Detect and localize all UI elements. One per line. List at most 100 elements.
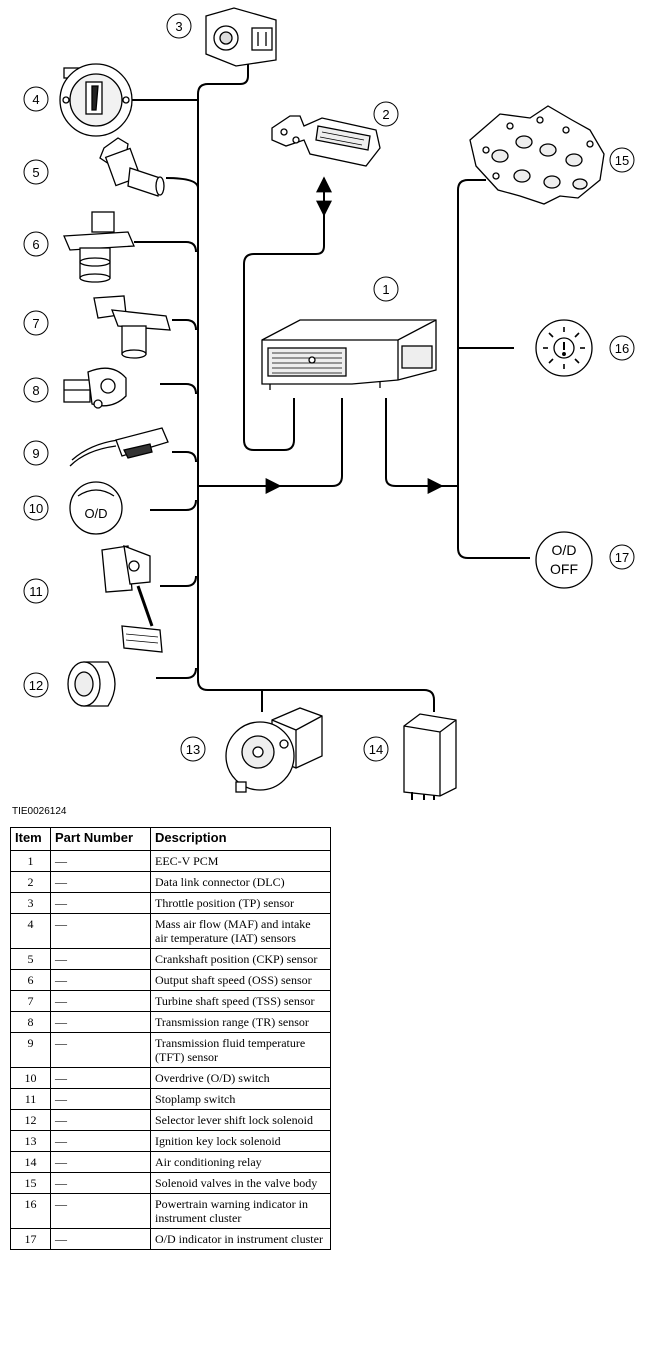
cell-part-number: — — [50, 892, 151, 914]
svg-text:17: 17 — [615, 550, 629, 565]
table-row: 16—Powertrain warning indicator in instr… — [10, 1193, 331, 1229]
dlc-connector — [271, 115, 381, 167]
cell-item: 7 — [10, 990, 51, 1012]
tr-sensor — [63, 367, 127, 409]
cell-part-number: — — [50, 913, 151, 949]
cell-item: 14 — [10, 1151, 51, 1173]
table-row: 15—Solenoid valves in the valve body — [10, 1172, 331, 1194]
od-indicator: O/D OFF — [535, 531, 593, 589]
table-row: 12—Selector lever shift lock solenoid — [10, 1109, 331, 1131]
pcm-module — [261, 319, 437, 390]
cell-item: 3 — [10, 892, 51, 914]
cell-description: Crankshaft position (CKP) sensor — [150, 948, 331, 970]
stoplamp-switch — [101, 544, 163, 653]
table-row: 17—O/D indicator in instrument cluster — [10, 1228, 331, 1250]
cell-description: Stoplamp switch — [150, 1088, 331, 1110]
callout-16: 16 — [609, 335, 635, 361]
table-row: 2—Data link connector (DLC) — [10, 871, 331, 893]
callout-9: 9 — [23, 440, 49, 466]
oss-sensor — [63, 211, 135, 283]
table-row: 5—Crankshaft position (CKP) sensor — [10, 948, 331, 970]
cell-description: Overdrive (O/D) switch — [150, 1067, 331, 1089]
cell-part-number: — — [50, 1088, 151, 1110]
od-switch-label: O/D — [84, 506, 107, 521]
svg-text:10: 10 — [29, 501, 43, 516]
cell-part-number: — — [50, 1228, 151, 1250]
cell-item: 11 — [10, 1088, 51, 1110]
cell-description: Turbine shaft speed (TSS) sensor — [150, 990, 331, 1012]
cell-description: Transmission range (TR) sensor — [150, 1011, 331, 1033]
callout-17: 17 — [609, 544, 635, 570]
cell-description: Throttle position (TP) sensor — [150, 892, 331, 914]
callout-14: 14 — [363, 736, 389, 762]
cell-item: 5 — [10, 948, 51, 970]
table-row: 4—Mass air flow (MAF) and intake air tem… — [10, 913, 331, 949]
od-switch: O/D — [69, 481, 123, 535]
svg-text:14: 14 — [369, 742, 383, 757]
cell-part-number: — — [50, 990, 151, 1012]
table-row: 7—Turbine shaft speed (TSS) sensor — [10, 990, 331, 1012]
cell-item: 16 — [10, 1193, 51, 1229]
cell-part-number: — — [50, 1151, 151, 1173]
cell-part-number: — — [50, 850, 151, 872]
cell-part-number: — — [50, 1032, 151, 1068]
cell-part-number: — — [50, 1067, 151, 1089]
callout-6: 6 — [23, 231, 49, 257]
header-description: Description — [150, 827, 331, 851]
tss-sensor — [93, 295, 171, 359]
svg-text:9: 9 — [32, 446, 39, 461]
header-part-number: Part Number — [50, 827, 151, 851]
table-row: 8—Transmission range (TR) sensor — [10, 1011, 331, 1033]
svg-text:11: 11 — [29, 584, 43, 599]
ignition-key-lock-solenoid — [225, 707, 323, 793]
cell-item: 4 — [10, 913, 51, 949]
tft-sensor — [69, 427, 169, 467]
svg-text:1: 1 — [382, 282, 389, 297]
cell-part-number: — — [50, 871, 151, 893]
cell-part-number: — — [50, 1172, 151, 1194]
cell-part-number: — — [50, 948, 151, 970]
table-row: 10—Overdrive (O/D) switch — [10, 1067, 331, 1089]
svg-text:2: 2 — [382, 107, 389, 122]
callout-7: 7 — [23, 310, 49, 336]
cell-description: Air conditioning relay — [150, 1151, 331, 1173]
parts-table: Item Part Number Description 1—EEC-V PCM… — [10, 827, 331, 1250]
cell-item: 13 — [10, 1130, 51, 1152]
cell-item: 1 — [10, 850, 51, 872]
table-header-row: Item Part Number Description — [10, 827, 331, 851]
table-row: 9—Transmission fluid temperature (TFT) s… — [10, 1032, 331, 1068]
table-row: 14—Air conditioning relay — [10, 1151, 331, 1173]
svg-text:4: 4 — [32, 92, 39, 107]
figure-id: TIE0026124 — [12, 806, 67, 817]
cell-part-number: — — [50, 1193, 151, 1229]
cell-description: Powertrain warning indicator in instrume… — [150, 1193, 331, 1229]
cell-item: 10 — [10, 1067, 51, 1089]
cell-description: Mass air flow (MAF) and intake air tempe… — [150, 913, 331, 949]
svg-text:5: 5 — [32, 165, 39, 180]
svg-text:12: 12 — [29, 678, 43, 693]
callout-13: 13 — [180, 736, 206, 762]
callout-10: 10 — [23, 495, 49, 521]
shift-lock-solenoid — [67, 661, 116, 707]
callout-5: 5 — [23, 159, 49, 185]
powertrain-warning-indicator — [535, 319, 593, 377]
svg-text:3: 3 — [175, 19, 182, 34]
cell-description: Data link connector (DLC) — [150, 871, 331, 893]
cell-description: Transmission fluid temperature (TFT) sen… — [150, 1032, 331, 1068]
od-indicator-label-top: O/D — [552, 542, 577, 558]
wiring-diagram: O/D — [23, 7, 635, 800]
callouts: 1 2 3 4 5 6 7 8 9 10 11 12 13 14 15 16 1… — [23, 13, 635, 762]
cell-item: 6 — [10, 969, 51, 991]
cell-description: Selector lever shift lock solenoid — [150, 1109, 331, 1131]
svg-text:15: 15 — [615, 153, 629, 168]
callout-2: 2 — [373, 101, 399, 127]
svg-text:7: 7 — [32, 316, 39, 331]
cell-part-number: — — [50, 1130, 151, 1152]
cell-item: 8 — [10, 1011, 51, 1033]
table-row: 6—Output shaft speed (OSS) sensor — [10, 969, 331, 991]
valve-body — [469, 105, 605, 205]
cell-description: O/D indicator in instrument cluster — [150, 1228, 331, 1250]
connection-lines — [126, 64, 530, 712]
callout-3: 3 — [166, 13, 192, 39]
